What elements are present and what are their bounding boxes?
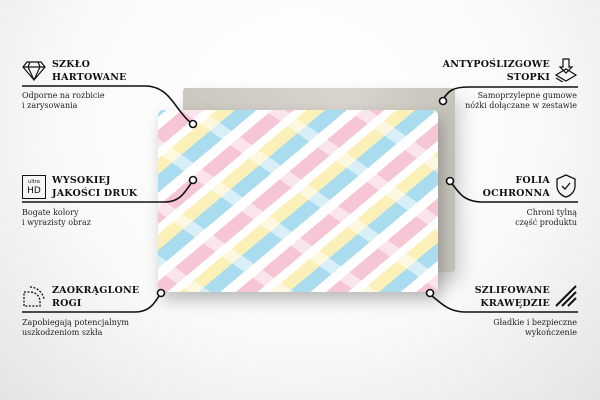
- feature-title: STOPKI: [506, 72, 550, 83]
- feature-title: FOLIA: [515, 175, 550, 186]
- feature-title: SZKŁO: [52, 59, 91, 70]
- feature-desc: część produktu: [515, 218, 577, 227]
- feature-title: KRAWĘDZIE: [480, 298, 550, 309]
- anti-slip-feet-icon: [554, 58, 578, 82]
- feature-desc: Bogate kolory: [22, 208, 79, 217]
- feature-title: SZLIFOWANE: [474, 285, 550, 296]
- feature-desc: nóżki dołączane w zestawie: [465, 101, 577, 110]
- marshmallow-print-glass-panel: [158, 110, 438, 292]
- feature-desc: Chroni tylną: [526, 208, 577, 217]
- polished-edges-icon: [555, 285, 577, 307]
- feature-desc: Odporne na rozbicie: [22, 91, 105, 100]
- feature-desc: Zapobiegają potencjalnym: [22, 318, 129, 327]
- feature-title: ANTYPOŚLIZGOWE: [442, 59, 550, 70]
- feature-title: JAKOŚCI DRUK: [52, 188, 138, 199]
- feature-desc: Gładkie i bezpieczne: [493, 318, 577, 327]
- feature-desc: wykończenie: [524, 328, 577, 337]
- diamond-icon: [22, 61, 46, 82]
- feature-desc: Samoprzylepne gumowe: [477, 91, 577, 100]
- feature-title: ZAOKRĄGLONE: [52, 285, 140, 296]
- shield-check-icon: [556, 174, 576, 198]
- feature-title: WYSOKIEJ: [52, 175, 111, 186]
- feature-desc: i wyrazisty obraz: [22, 218, 91, 227]
- rounded-corner-icon: [23, 286, 45, 307]
- feature-title: OCHRONNA: [482, 188, 550, 199]
- feature-desc: uszkodzeniom szkła: [22, 328, 103, 337]
- feature-desc: i zarysowania: [22, 101, 78, 110]
- feature-title: ROGI: [52, 298, 82, 309]
- feature-title: HARTOWANE: [52, 72, 127, 83]
